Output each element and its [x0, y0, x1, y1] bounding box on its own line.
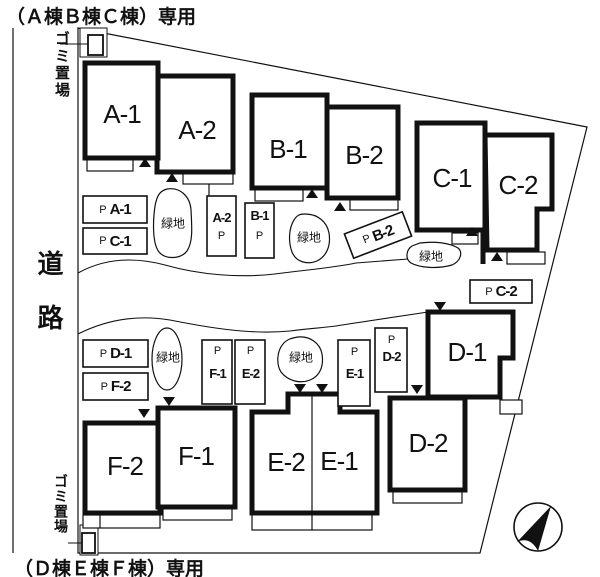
entrance-marker-c2-triangle-up-icon: [491, 252, 503, 261]
green-area-1: [152, 188, 193, 259]
parking-box-e2: [234, 339, 266, 405]
green-area-label-4: 緑地: [155, 350, 181, 365]
entrance-marker-d2-triangle-down-icon: [411, 385, 423, 394]
parking-box-a2: [206, 195, 237, 257]
green-area-label-5: 緑地: [288, 350, 314, 365]
porch-c2: [506, 251, 546, 265]
driveway-lower-edge: [77, 311, 429, 335]
building-b1-outline: [249, 92, 330, 191]
porch-c1: [451, 232, 479, 245]
garbage-box-bottom: [68, 524, 99, 556]
parking-box-b1: [244, 202, 275, 259]
building-e-outline: [249, 391, 380, 516]
top-note: （Ａ棟Ｂ棟Ｃ棟）専用: [6, 7, 197, 28]
garbage-area-bottom-label: ゴミ置場: [53, 474, 69, 534]
parking-p-e2: P: [246, 345, 255, 357]
parking-box-c1: [82, 227, 148, 255]
building-e1-label: E-1: [320, 446, 358, 476]
green-area-2: [288, 213, 331, 264]
green-area-4: [151, 327, 183, 391]
building-c1-outline: [414, 120, 488, 233]
building-a1-outline: [82, 60, 161, 161]
parking-box-b2: [343, 210, 413, 260]
parking-p-e1: P: [350, 346, 359, 358]
parking-p-f2: P: [100, 380, 108, 393]
buildings: [82, 60, 555, 516]
entrance-marker-b1-triangle-up-icon: [306, 189, 318, 198]
parking-box-c2: [469, 279, 533, 304]
building-b1-label: B-1: [269, 134, 307, 164]
green-area-label-3: 緑地: [418, 249, 444, 264]
parking-p-d1: P: [99, 347, 108, 360]
entrance-marker-f2-triangle-down-icon: [138, 409, 150, 418]
building-f1-label: F-1: [178, 441, 215, 471]
building-f2-outline: [82, 420, 163, 516]
building-a1-label: A-1: [103, 99, 141, 129]
parking-box-d1: [82, 339, 149, 368]
parking-box-a1: [82, 195, 148, 224]
green-areas: [151, 188, 462, 391]
building-c2-outline: [482, 132, 555, 253]
parking-boxes: [82, 195, 533, 407]
entrance-markers: [138, 158, 503, 418]
parking-box-e1: [337, 339, 371, 407]
building-d2-label: D-2: [408, 428, 449, 458]
porch-d1: [499, 399, 523, 415]
parking-p-c2: P: [485, 285, 493, 298]
entrance-marker-e1-triangle-down-icon: [316, 384, 328, 393]
building-c2-label: C-2: [498, 170, 539, 200]
building-e2-label: E-2: [267, 447, 305, 477]
entrance-marker-c1-triangle-up-icon: [466, 227, 478, 236]
porch-f2: [82, 514, 161, 529]
parking-p-a2: P: [217, 230, 226, 242]
driveway-upper-edge: [77, 258, 409, 277]
green-area-label-1: 緑地: [160, 216, 186, 231]
parking-p-b2: P: [361, 232, 373, 247]
parking-p-a1: P: [99, 203, 107, 216]
north-arrow-icon: [513, 502, 563, 552]
entrance-marker-d1-triangle-down-icon: [434, 302, 446, 311]
parking-box-f2: [82, 372, 149, 401]
building-d2-outline: [387, 395, 468, 493]
building-b2-label: B-2: [345, 140, 383, 170]
building-c1-label: C-1: [432, 163, 473, 193]
building-f2-label: F-2: [107, 451, 144, 481]
site-boundary: [77, 27, 588, 554]
entrance-marker-a1-triangle-up-icon: [139, 158, 151, 167]
garbage-area-top-label: ゴミ置場: [53, 31, 70, 99]
parking-p-c1: P: [99, 235, 107, 247]
parking-box-d2: [374, 327, 408, 393]
green-area-5: [277, 336, 324, 383]
road-label: 道路: [34, 250, 64, 358]
parking-p-f1: P: [213, 345, 222, 357]
entrance-marker-a2-triangle-up-icon: [166, 173, 178, 182]
bottom-note: （Ｄ棟Ｅ棟Ｆ棟）専用: [14, 559, 205, 577]
parking-p-b1: P: [255, 230, 264, 242]
entrance-marker-b2-triangle-up-icon: [334, 202, 346, 211]
green-area-label-2: 緑地: [296, 230, 322, 245]
parking-p-d2: P: [387, 334, 396, 346]
parking-box-f1: [201, 339, 233, 405]
entrance-marker-e2-triangle-down-icon: [294, 384, 306, 393]
building-a2-label: A-2: [178, 115, 216, 145]
building-f1-outline: [155, 405, 238, 510]
entrance-marker-f1-triangle-down-icon: [163, 397, 175, 406]
green-area-3: [406, 241, 462, 269]
garbage-box-top: [60, 27, 108, 58]
building-d1-label: D-1: [447, 337, 488, 367]
